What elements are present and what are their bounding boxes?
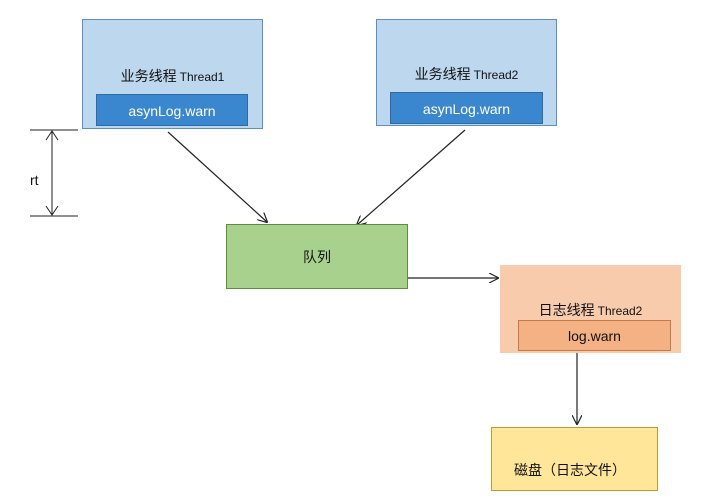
business-thread-1-name: 业务线程 <box>120 68 177 84</box>
rt-arrowhead-up <box>45 130 59 141</box>
disk-label: 磁盘（日志文件） <box>514 462 626 478</box>
arrow-thread1-to-queue <box>167 131 267 222</box>
business-thread-1-action: asynLog.warn <box>96 94 248 126</box>
log-thread-name: 日志线程 <box>538 302 595 318</box>
rt-arrowhead-down <box>45 205 59 216</box>
business-thread-1-id: Thread1 <box>179 70 225 84</box>
log-thread-action: log.warn <box>518 320 671 351</box>
rt-label: rt <box>30 172 39 188</box>
business-thread-2-action: asynLog.warn <box>390 92 543 124</box>
log-thread-id: Thread2 <box>597 304 643 318</box>
business-thread-2-name: 业务线程 <box>414 66 471 82</box>
disk-box: 磁盘（日志文件） <box>491 427 658 491</box>
business-thread-2-id: Thread2 <box>473 68 519 82</box>
queue-label: 队列 <box>303 249 331 265</box>
arrow-thread2-to-queue <box>357 129 466 225</box>
queue-box: 队列 <box>226 224 408 289</box>
